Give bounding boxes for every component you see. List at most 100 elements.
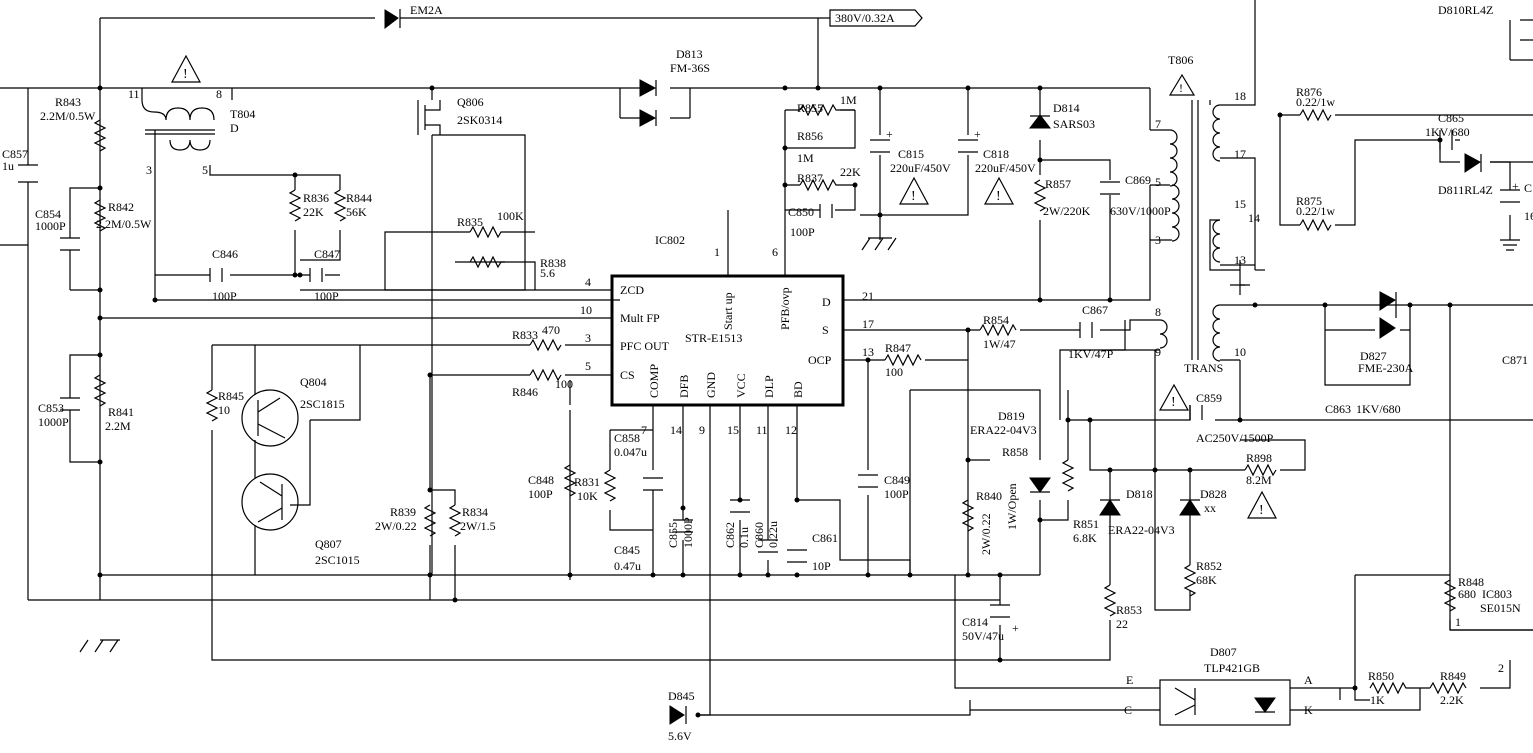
label-c853: C853 (38, 401, 64, 415)
label-r847: R847 (885, 341, 911, 355)
label-t804: T804 (230, 107, 255, 121)
t806-pin-15: 15 (1234, 197, 1246, 211)
label-c850: C850 (788, 205, 814, 219)
polarity-plus-icon: + (886, 127, 893, 141)
label-r849: R849 (1440, 669, 1466, 683)
ic802-num-9: 9 (699, 423, 705, 437)
component-symbols (18, 9, 1533, 726)
ic802-pin-dfb: DFB (677, 375, 691, 398)
label-r835-val: 100K (497, 209, 524, 223)
ic802-pin-dlp: DLP (762, 375, 776, 398)
label-r837: R837 (797, 171, 823, 185)
label-c855-val: 1000P (681, 517, 695, 548)
label-r839: R839 (390, 505, 416, 519)
label-16: 16 (1524, 209, 1533, 223)
t806-pin-17: 17 (1234, 147, 1246, 161)
t804-pin-3: 3 (146, 163, 152, 177)
label-r857: R857 (1045, 177, 1071, 191)
ic802-pin-zcd: ZCD (620, 283, 644, 297)
label-c862: C862 (723, 522, 737, 548)
warning-icon: ! (996, 189, 1001, 204)
label-q804-val: 2SC1815 (300, 397, 345, 411)
ic803-pin-2: 2 (1498, 661, 1504, 675)
polarity-plus-icon: + (974, 127, 981, 141)
ic802-pin-pfcout: PFC OUT (620, 339, 670, 353)
label-r845-val: 10 (218, 403, 230, 417)
label-r898: R898 (1246, 451, 1272, 465)
ic802-num-17: 17 (862, 317, 874, 331)
t806-pin-8: 8 (1155, 305, 1161, 319)
ic802-num-3: 3 (585, 331, 591, 345)
ic802-num-12: 12 (785, 423, 797, 437)
label-c858: C858 (614, 431, 640, 445)
label-r850: R850 (1368, 669, 1394, 683)
label-c815: C815 (898, 147, 924, 161)
label-c860: C860 (752, 522, 766, 548)
ic802-pin-comp: COMP (647, 364, 661, 398)
label-d807-val: TLP421GB (1204, 661, 1260, 675)
t806-pin-14: 14 (1248, 211, 1260, 225)
ic802-num-21: 21 (862, 289, 874, 303)
label-r850-val: 1K (1370, 693, 1385, 707)
ic802-num-1: 1 (714, 245, 720, 259)
label-c848-val: 100P (528, 487, 553, 501)
label-d813: D813 (676, 47, 703, 61)
label-c850-val: 100P (790, 225, 815, 239)
label-c862-val: 0.1u (737, 527, 751, 548)
label-c-right: C (1524, 181, 1532, 195)
t806-pin-18: 18 (1234, 89, 1246, 103)
label-r846: R846 (512, 385, 538, 399)
label-opto-e: E (1126, 673, 1133, 687)
label-r848: R848 (1458, 575, 1484, 589)
warning-icon: ! (911, 189, 916, 204)
label-r856-val: 1M (797, 151, 814, 165)
label-r851: R851 (1073, 517, 1099, 531)
label-q807: Q807 (315, 537, 342, 551)
t806-pin-7: 7 (1155, 117, 1161, 131)
label-r831-val: 10K (577, 489, 598, 503)
label-c847-val: 100P (314, 289, 339, 303)
label-c846: C846 (212, 247, 238, 261)
label-r875-val: 0.22/1w (1296, 204, 1335, 218)
label-c849: C849 (884, 473, 910, 487)
label-r840-val: 2W/0.22 (979, 513, 993, 555)
t804-pin-11: 11 (128, 87, 140, 101)
label-c867-val: 1KV/47P (1068, 347, 1114, 361)
label-c849-val: 100P (884, 487, 909, 501)
label-r845: R845 (218, 389, 244, 403)
label-c863: C863 (1325, 402, 1351, 416)
label-opto-k: K (1304, 703, 1313, 717)
ic802-num-5: 5 (585, 359, 591, 373)
junction-dots (97, 85, 1453, 718)
warning-icon: ! (1179, 81, 1183, 95)
label-c859-val: AC250V/1500P (1196, 431, 1274, 445)
t806-pin-3: 3 (1155, 233, 1161, 247)
label-c857: C857 (2, 147, 28, 161)
label-c854-val: 1000P (35, 219, 66, 233)
label-d814: D814 (1053, 101, 1080, 115)
label-c859: C859 (1196, 391, 1222, 405)
ic802-num-13: 13 (862, 345, 874, 359)
label-r842-val: 2.2M/0.5W (96, 217, 152, 231)
label-c853-val: 1000P (38, 415, 69, 429)
label-c848: C848 (528, 473, 554, 487)
label-r876: R876 (1296, 85, 1322, 99)
label-d828-val: xx (1204, 501, 1216, 515)
label-c814: C814 (962, 615, 988, 629)
label-r852-val: 68K (1196, 573, 1217, 587)
ic802-labels: IC802 STR-E1513 ZCD Mult FP PFC OUT CS D… (580, 233, 874, 437)
label-c815-val: 220uF/450V (890, 161, 951, 175)
t806-pin-10: 10 (1234, 345, 1246, 359)
warning-icon: ! (1171, 395, 1176, 410)
label-r833-val: 470 (542, 323, 560, 337)
label-r834: R834 (462, 505, 488, 519)
ic802-pin-startup: Start up (721, 292, 735, 330)
label-q806: Q806 (457, 95, 484, 109)
label-t804-d: D (230, 121, 239, 135)
label-d818: D818 (1126, 487, 1153, 501)
label-c855: C855 (666, 522, 680, 548)
label-c857-val: 1u (2, 159, 14, 173)
label-r839-val: 2W/0.22 (375, 519, 417, 533)
ic802-pin-multfp: Mult FP (620, 311, 660, 325)
